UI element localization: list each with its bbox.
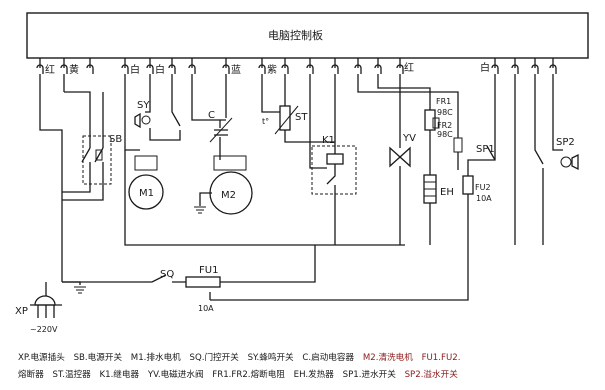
legend-item: K1.继电器 [99,368,139,380]
legend-item: SQ.门控开关 [190,351,240,363]
legend-item: SB.电源开关 [74,351,123,363]
fr1-label: FR1 [436,97,451,106]
fu2-rating: 10A [476,194,492,203]
legend-item: 熔断器 [18,368,44,380]
legend-line-1: XP.电源插头 SB.电源开关 M1.排水电机 SQ.门控开关 SY.蜂鸣开关 … [18,351,460,363]
legend-item: C.启动电容器 [302,351,354,363]
power-plug-xp: XP ~220V [15,74,86,334]
c-label: C [208,110,215,121]
inlet-valve-yv: YV [389,74,416,245]
fu1-rating: 10A [198,304,214,313]
sp2-label: SP2 [556,137,575,148]
legend-item: SP2.溢水开关 [405,368,459,380]
inlet-switch-sp1: SP1 FU2 10A [210,74,496,301]
fr2-label: FR2 [437,121,452,130]
legend-item: M2.清洗电机 [363,351,413,363]
control-board: 电脑控制板 [26,12,589,59]
overflow-switch-sp2: SP2 [514,74,579,245]
wire-color-labels: 红 黄 白 白 蓝 紫 红 白 [45,61,490,76]
st-label: ST [295,112,308,123]
buzzer-switch-sy: SY [134,74,181,141]
board-connectors [36,58,557,74]
eh-label: EH [440,187,454,198]
sb-label: SB [109,134,122,145]
sq-label: SQ [160,269,174,280]
sy-label: SY [137,100,150,111]
door-switch-sq: SQ [62,269,186,283]
legend: XP.电源插头 SB.电源开关 M1.排水电机 SQ.门控开关 SY.蜂鸣开关 … [18,351,460,380]
relay-k1: K1 [309,74,357,245]
heater-eh: EH [423,174,454,245]
legend-item: YV.电磁进水阀 [147,368,204,380]
fr2-temp: 98C [437,130,453,139]
legend-item: XP.电源插头 [18,351,65,363]
fr1-temp: 98C [437,108,453,117]
legend-item: FU1.FU2. [422,353,461,363]
wire-label-white-3: 白 [480,61,490,74]
legend-item: EH.发热器 [294,368,335,380]
legend-item: SP1.进水开关 [343,368,397,380]
fu2-label: FU2 [475,183,491,192]
fuse-fu1: FU1 10A [185,245,316,313]
wire-label-white-2: 白 [155,63,165,76]
power-switch-sb: SB [62,91,122,201]
legend-line-2: 熔断器 ST.温控器 K1.继电器 YV.电磁进水阀 FR1.FR2.熔断电阻 … [18,368,458,380]
start-capacitor-c: C [191,74,233,143]
yv-label: YV [402,133,416,144]
fuse-resistors-fr: FR1 98C FR2 98C [377,74,453,175]
wire-label-yellow: 黄 [69,63,79,76]
m1-label: M1 [139,188,154,199]
xp-label: XP [15,306,28,317]
wire-label-red-2: 红 [404,61,414,74]
fu1-label: FU1 [199,265,218,276]
wire-label-red-1: 红 [45,63,55,76]
t-label: t° [262,117,269,126]
wire-label-white-1: 白 [130,63,140,76]
voltage-label: ~220V [30,325,58,334]
legend-item: ST.温控器 [53,368,92,380]
sp1-label: SP1 [476,144,495,155]
wire-label-purple: 紫 [267,64,277,76]
legend-item: M1.排水电机 [131,351,181,363]
legend-item: SY.蜂鸣开关 [248,351,294,363]
m2-label: M2 [221,190,236,201]
thermostat-st: t° ST [261,74,335,143]
k1-label: K1 [322,135,335,146]
control-board-title: 电脑控制板 [268,28,323,42]
wash-motor-m2: M2 [194,137,253,215]
drain-motor-m1: M1 [124,74,405,246]
wire-label-blue: 蓝 [231,64,241,76]
legend-item: FR1.FR2.熔断电阻 [212,368,285,380]
